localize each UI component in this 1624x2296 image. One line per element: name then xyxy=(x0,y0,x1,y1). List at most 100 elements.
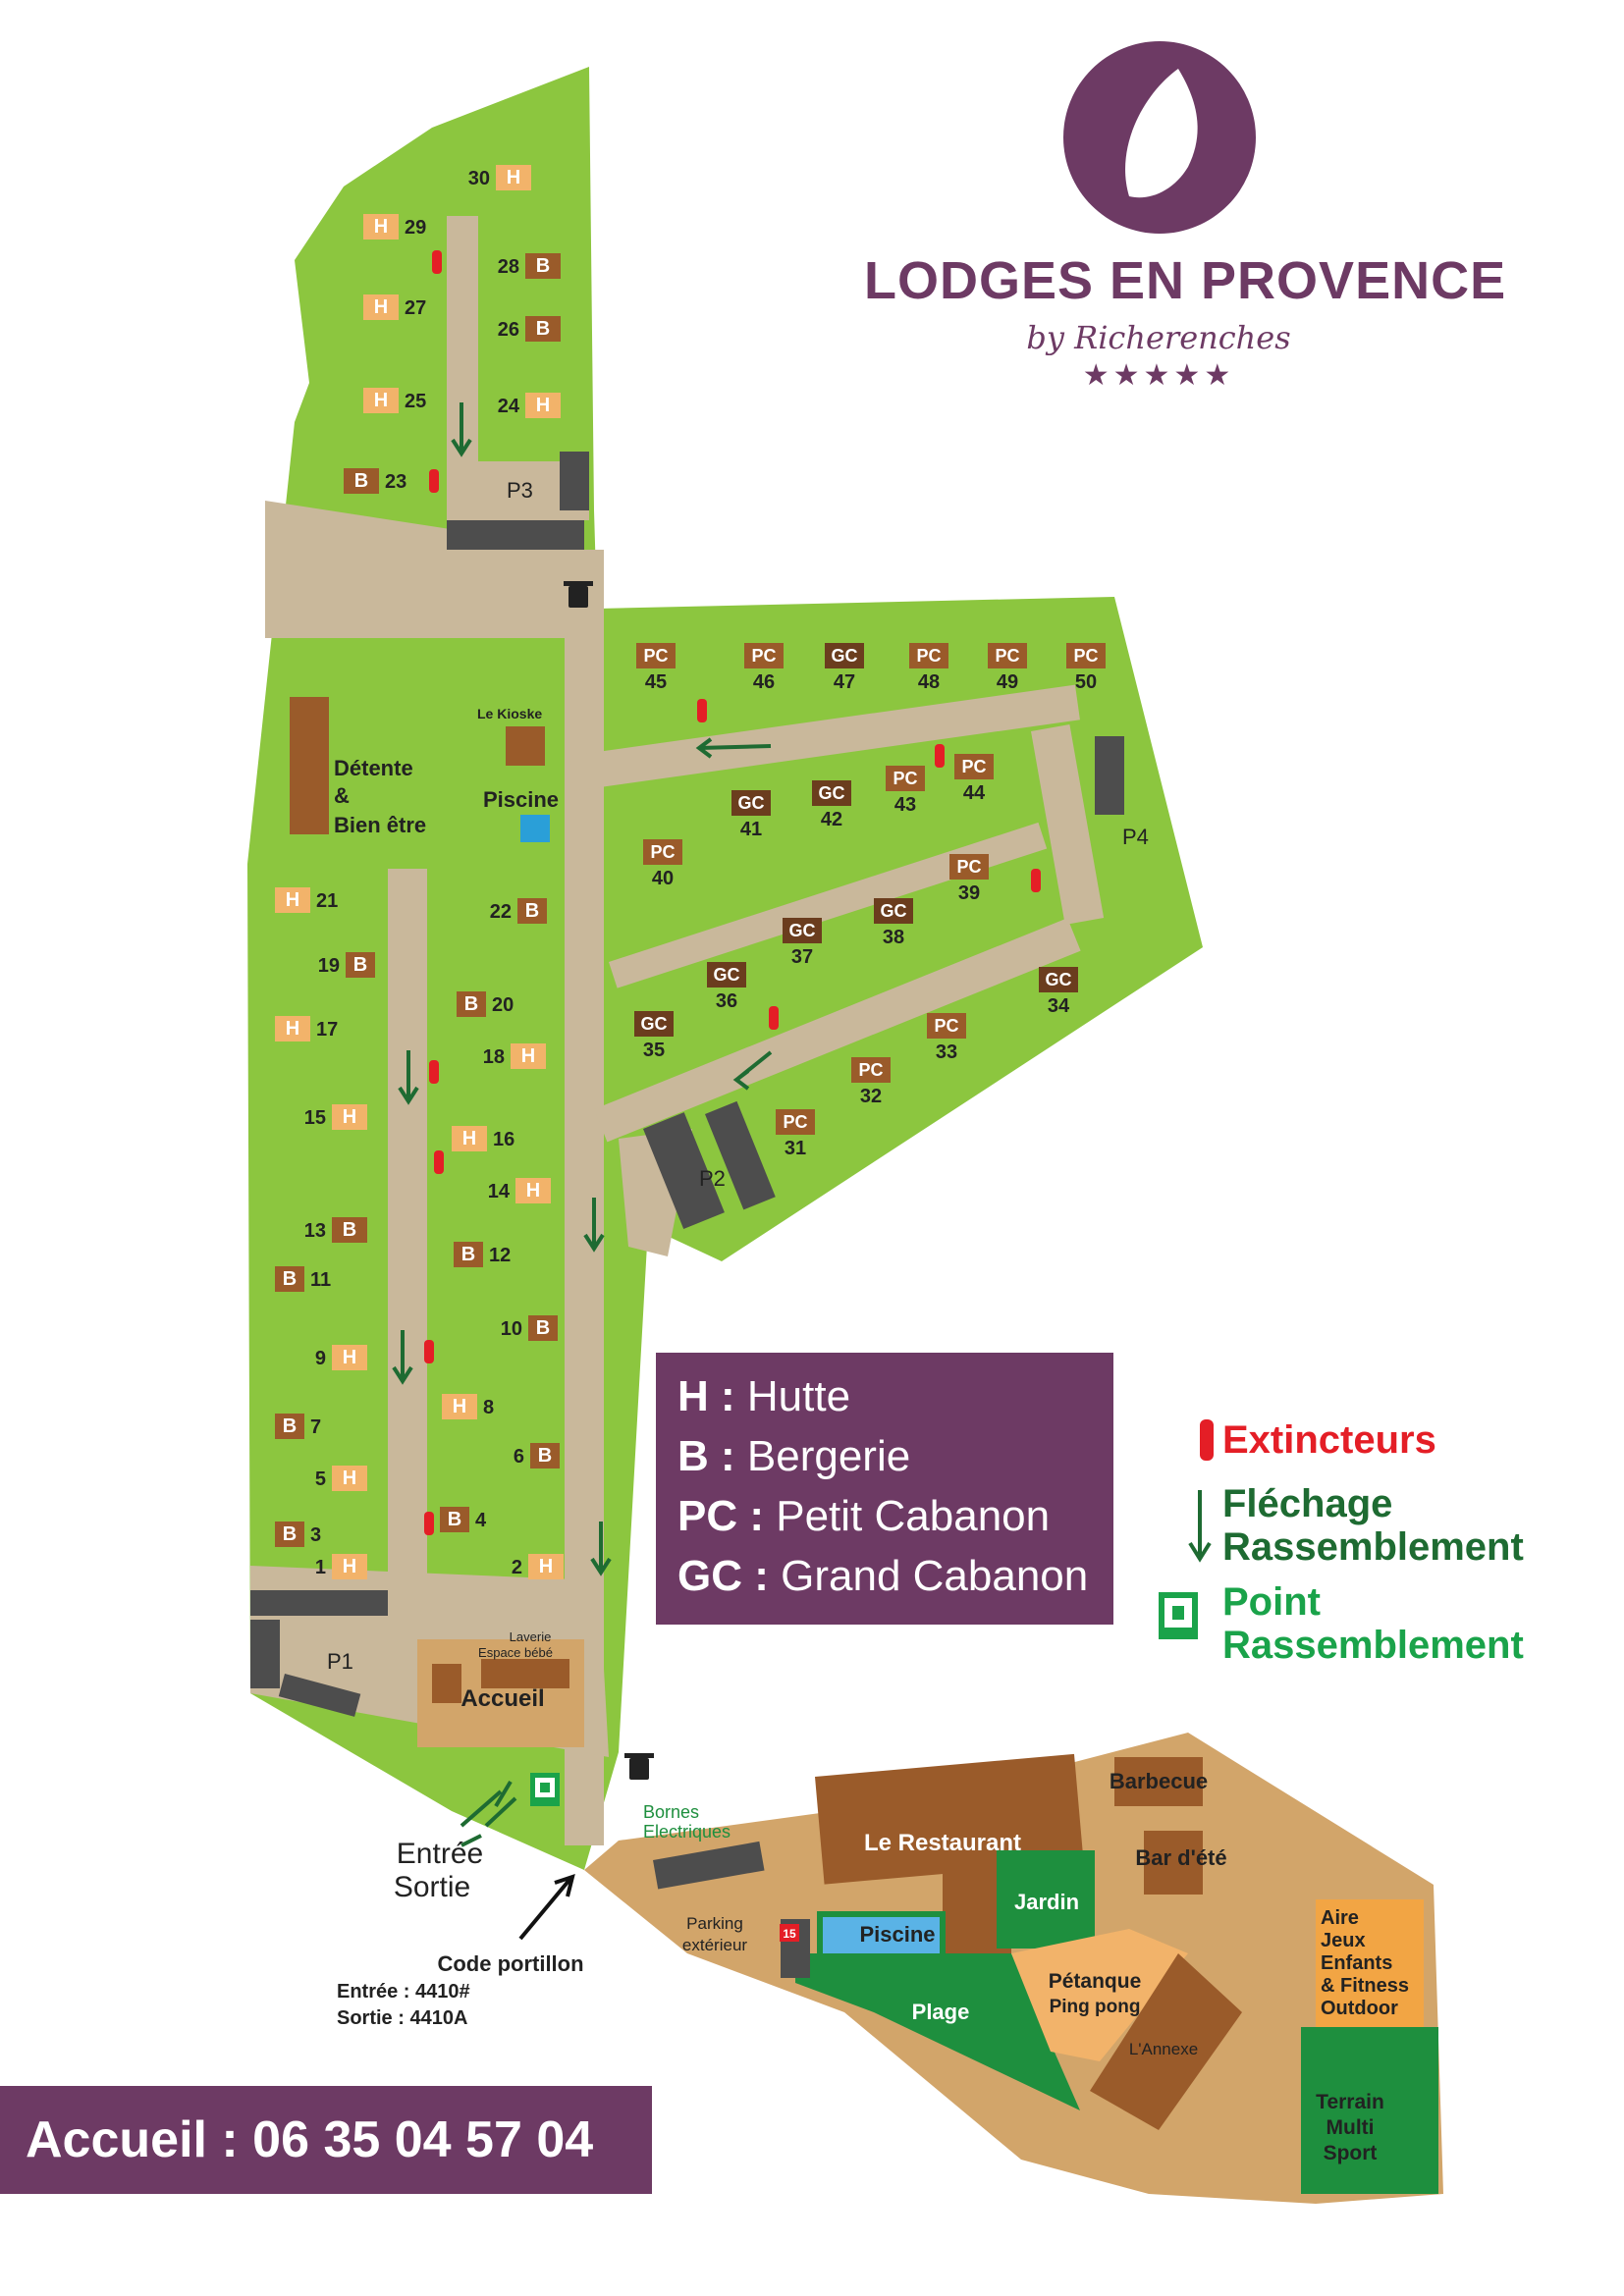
lodge-15: H15 xyxy=(304,1104,367,1130)
lodge-badge xyxy=(525,316,561,342)
extincteur-icon xyxy=(424,1340,434,1363)
lodge-type-label: H xyxy=(539,1556,553,1577)
terrain-label-1: Terrain xyxy=(1316,2091,1384,2113)
parking-p4-label: P4 xyxy=(1122,825,1149,849)
lodge-number: 40 xyxy=(652,868,674,889)
lodge-type-label: H xyxy=(286,1018,299,1040)
lodge-number: 32 xyxy=(860,1086,882,1107)
lodge-number: 46 xyxy=(753,671,775,693)
lodge-badge xyxy=(949,854,989,880)
restaurant-label: Le Restaurant xyxy=(864,1830,1021,1856)
parking-exterieur-label-2: extérieur xyxy=(682,1936,747,1954)
piscine-bottom-label: Piscine xyxy=(859,1922,935,1947)
extincteur-icon xyxy=(1031,869,1041,892)
lodge-type-legend: H : Hutte B : Bergerie PC : Petit Cabano… xyxy=(656,1353,1113,1625)
lodge-type-label: GC xyxy=(819,783,845,803)
lodge-badge xyxy=(744,643,784,668)
lodge-number: 41 xyxy=(740,819,762,840)
bornes-label-2: Electriques xyxy=(643,1822,731,1842)
lodge-number: 5 xyxy=(315,1468,326,1490)
lodge-number: 37 xyxy=(791,946,813,968)
lodge-number: 23 xyxy=(385,471,406,493)
plage-label: Plage xyxy=(912,2000,970,2024)
lodge-41: GC 41 xyxy=(731,790,771,840)
aire-jeux-label-3: Enfants xyxy=(1321,1952,1392,1974)
legend-bergerie: B : Bergerie xyxy=(677,1432,911,1480)
annexe-label: L'Annexe xyxy=(1129,2040,1198,2058)
lodge-type-label: PC xyxy=(650,842,675,862)
lodge-type-label: GC xyxy=(1046,970,1072,989)
lodge-number: 43 xyxy=(894,794,916,816)
detente-label-2: & xyxy=(334,783,350,808)
lodge-badge xyxy=(442,1394,477,1419)
point-key-line1: Point xyxy=(1222,1580,1321,1624)
parking-bays xyxy=(250,452,1124,1978)
code-entree-label: Entrée : 4410# xyxy=(337,1981,470,2002)
lodge-badge xyxy=(874,898,913,924)
lodge-number: 8 xyxy=(483,1397,494,1418)
lodge-type-label: B xyxy=(461,1244,475,1265)
lodge-22: B22 xyxy=(490,898,547,924)
lodge-type-label: PC xyxy=(1073,646,1098,666)
lodge-badge xyxy=(515,1178,551,1203)
lodge-badge xyxy=(525,253,561,279)
extincteur-icon xyxy=(424,1512,434,1535)
lodge-number: 20 xyxy=(492,994,514,1016)
lodge-type-label: B xyxy=(448,1509,461,1530)
lodge-badge xyxy=(452,1126,487,1151)
lodge-type-label: H xyxy=(374,216,388,238)
lodge-badge xyxy=(275,1414,304,1439)
aire-jeux-label-4: & Fitness xyxy=(1321,1975,1409,1997)
aire-jeux-label-5: Outdoor xyxy=(1321,1998,1398,2019)
kiosk-building xyxy=(506,726,545,766)
parking-p2-label: P2 xyxy=(699,1166,726,1191)
trash-icon xyxy=(564,581,593,608)
lodge-type-label: H xyxy=(526,1180,540,1201)
lodge-badge xyxy=(363,388,399,413)
lodge-number: 35 xyxy=(643,1040,665,1061)
lodge-badge xyxy=(454,1242,483,1267)
entree-sortie-arrow-icon xyxy=(460,1780,517,1847)
lodge-number: 25 xyxy=(405,391,426,412)
lodge-type-label: PC xyxy=(995,646,1019,666)
lodge-number: 50 xyxy=(1075,671,1097,693)
lodge-type-label: B xyxy=(464,993,478,1015)
lodge-badge xyxy=(363,294,399,320)
parking-badge-icon xyxy=(780,1924,799,1942)
lodges-logo-icon xyxy=(1063,41,1256,234)
lodge-9: H9 xyxy=(315,1345,367,1370)
lodge-badge xyxy=(643,839,682,865)
piscine-top-zone xyxy=(520,815,550,842)
laverie-label: Laverie xyxy=(510,1629,552,1644)
jardin-zone xyxy=(997,1850,1095,1949)
piscine-bottom-zone xyxy=(817,1911,946,1961)
lodge-number: 26 xyxy=(498,319,519,341)
lodge-19: B19 xyxy=(318,952,375,978)
lodge-number: 10 xyxy=(501,1318,522,1340)
lodge-type-label: H xyxy=(343,1347,356,1368)
lodge-badge xyxy=(332,1554,367,1579)
lodge-number: 36 xyxy=(716,990,737,1012)
lodge-type-label: GC xyxy=(738,793,765,813)
bornes-label-1: Bornes xyxy=(643,1802,699,1822)
lodge-badge xyxy=(346,952,375,978)
lodge-type-label: H xyxy=(374,296,388,318)
lodge-20: B 20 xyxy=(457,991,514,1017)
detente-label-1: Détente xyxy=(334,756,413,780)
brand-name: LODGES EN PROVENCE xyxy=(864,251,1507,310)
petanque-label-1: Pétanque xyxy=(1049,1970,1142,1993)
lodge-type-label: PC xyxy=(751,646,776,666)
lodge-badge xyxy=(275,1522,304,1547)
lodge-badge xyxy=(332,1466,367,1491)
extincteur-icon xyxy=(429,1060,439,1084)
